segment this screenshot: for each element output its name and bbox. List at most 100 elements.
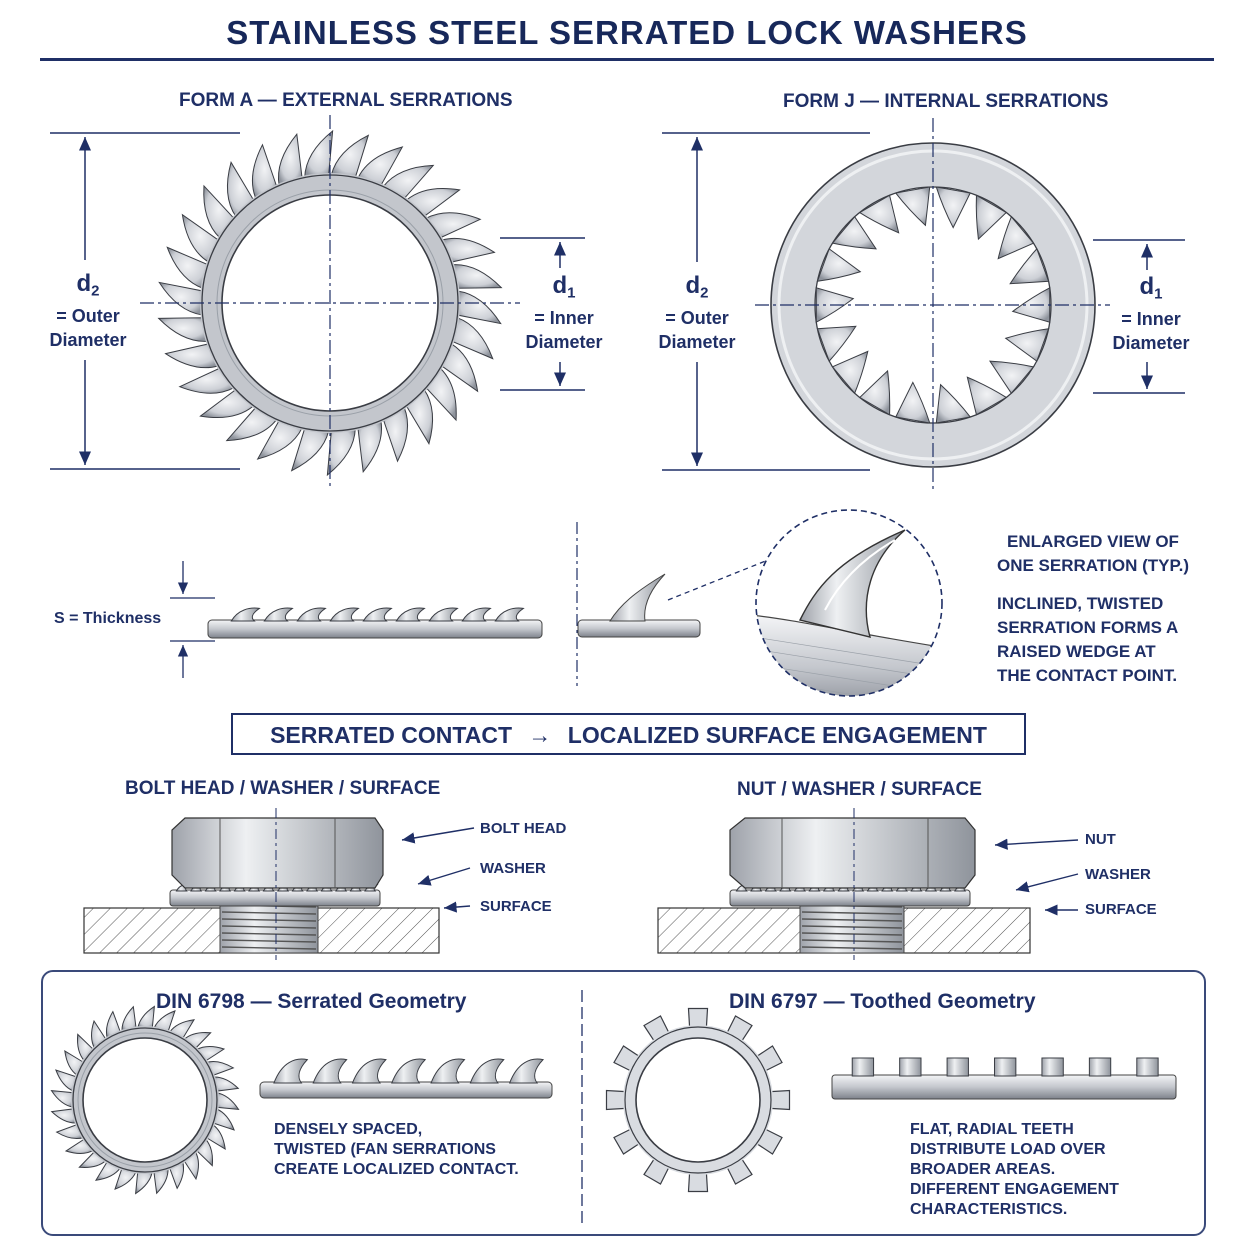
- serration-tooth: [1004, 328, 1050, 362]
- side-serration: [219, 884, 234, 892]
- side-serration: [175, 884, 190, 892]
- form-a-heading: FORM A — EXTERNAL SERRATIONS: [179, 90, 513, 111]
- serration-tooth: [451, 264, 503, 289]
- thread-line: [801, 939, 903, 943]
- serration-tooth: [894, 186, 931, 227]
- side-serration: [910, 884, 925, 892]
- bolt-surface-callout: SURFACE: [480, 898, 552, 915]
- nut-washer-callout: WASHER: [1085, 866, 1151, 883]
- side-serration: [277, 884, 292, 892]
- side-serration: [881, 884, 896, 892]
- side-serration: [895, 884, 911, 892]
- serration-tooth: [831, 215, 877, 250]
- serration-tooth: [405, 187, 461, 218]
- thread-line: [801, 932, 903, 936]
- form-j-heading: FORM J — INTERNAL SERRATIONS: [783, 91, 1109, 112]
- thickness-dimension: [170, 561, 215, 678]
- side-serration: [924, 884, 940, 892]
- enlarged-serration-detail: [755, 509, 943, 697]
- side-serration: [329, 607, 360, 622]
- serration-teeth: [157, 129, 503, 477]
- serration-tooth: [831, 350, 869, 395]
- washer-side-profile: [207, 607, 543, 639]
- serration-tooth: [203, 184, 235, 239]
- nut-callout: NUT: [1085, 831, 1116, 848]
- bolt-assembly: [83, 808, 440, 960]
- thread-line: [801, 897, 903, 901]
- serration-tooth: [405, 388, 434, 445]
- side-serration: [262, 884, 277, 892]
- serration-tooth: [157, 317, 209, 342]
- side-serration: [461, 607, 492, 622]
- thread-line: [221, 897, 317, 901]
- serration-tooth: [382, 406, 409, 463]
- form-j-washer: [770, 142, 1096, 468]
- side-serration: [494, 607, 525, 622]
- serration-tooth: [858, 369, 891, 416]
- enlarged-view-description: INCLINED, TWISTED SERRATION FORMS A RAIS…: [997, 594, 1179, 685]
- side-serration: [248, 884, 263, 892]
- side-serration: [291, 884, 306, 892]
- side-serration: [233, 884, 248, 892]
- side-serration: [750, 884, 765, 892]
- serration-tooth: [1009, 247, 1050, 285]
- serration-tooth: [935, 383, 972, 424]
- thread-line: [221, 911, 317, 915]
- side-serration: [230, 607, 261, 622]
- side-serration: [939, 884, 954, 892]
- contact-banner: SERRATED CONTACT → LOCALIZED SURFACE ENG…: [231, 713, 1026, 755]
- serration-teeth: [815, 186, 1051, 424]
- side-serration: [852, 884, 867, 892]
- side-serration: [263, 607, 294, 622]
- din-comparison-panel: [41, 970, 1206, 1236]
- serration-tooth: [290, 427, 330, 472]
- serration-tooth: [304, 129, 334, 179]
- serration-tooth: [326, 427, 356, 477]
- form-a-centerlines: [140, 115, 520, 490]
- serration-tooth: [251, 143, 278, 200]
- serration-tooth: [330, 134, 370, 179]
- banner-left-text: SERRATED CONTACT: [270, 722, 512, 748]
- serration-tooth: [158, 281, 204, 316]
- washer-band: [200, 173, 460, 433]
- side-serration: [320, 884, 335, 892]
- thread-line: [221, 904, 317, 908]
- serration-tooth: [1011, 286, 1051, 323]
- serration-tooth: [277, 133, 303, 187]
- side-serration: [296, 607, 327, 622]
- serration-tooth: [440, 237, 496, 263]
- thread-line: [801, 946, 903, 950]
- serration-tooth: [178, 367, 235, 394]
- serration-tooth: [816, 248, 862, 282]
- serration-tooth: [997, 215, 1035, 260]
- serration-tooth: [451, 317, 494, 360]
- thread-line: [801, 925, 903, 929]
- side-serration: [306, 884, 321, 892]
- washer-bore: [221, 194, 439, 412]
- side-serration: [866, 884, 882, 892]
- serration-tooth: [456, 290, 502, 325]
- serration-tooth: [815, 287, 855, 324]
- side-serration: [954, 884, 969, 892]
- thread-line: [221, 925, 317, 929]
- side-serration: [204, 884, 219, 892]
- side-serration: [837, 884, 852, 892]
- serration-tooth: [166, 246, 209, 289]
- serration-tooth: [425, 212, 482, 239]
- side-serration: [793, 884, 809, 892]
- serration-tooth: [357, 146, 404, 187]
- serration-tooth: [199, 388, 255, 419]
- side-serration: [395, 607, 426, 622]
- side-serration: [364, 884, 379, 892]
- single-serration-section: [577, 573, 701, 638]
- serration-tooth: [357, 419, 383, 473]
- side-serration: [808, 884, 823, 892]
- thread-line: [801, 918, 903, 922]
- form-j-centerlines: [755, 118, 1110, 490]
- title-underline: [40, 58, 1214, 61]
- bolt-assembly-heading: BOLT HEAD / WASHER / SURFACE: [125, 778, 441, 799]
